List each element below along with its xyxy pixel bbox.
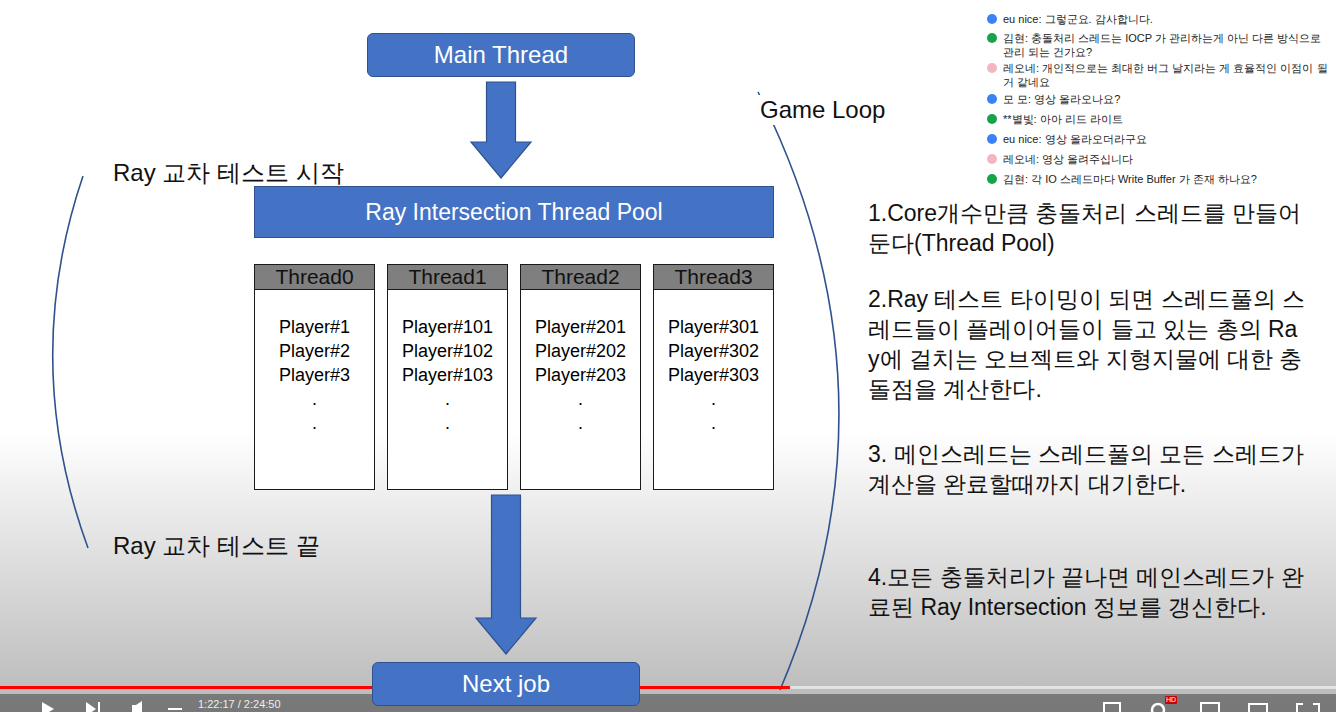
chat-avatar <box>987 94 997 104</box>
player-list: Player#201 Player#202 Player#203 . . <box>525 315 636 435</box>
node-title: Next job <box>462 670 550 698</box>
chat-avatar <box>987 174 997 184</box>
time-display: 1:22:17 / 2:24:50 <box>198 698 281 711</box>
loop-bracket <box>53 176 88 548</box>
thread-box: Thread1Player#101 Player#102 Player#103 … <box>387 264 508 490</box>
volume-slider <box>168 708 182 710</box>
next-icon <box>86 702 100 712</box>
chat-avatar <box>987 14 997 24</box>
subtitle-icon <box>1104 703 1120 712</box>
chat-avatar <box>987 33 997 43</box>
chat-message: 김현: 각 IO 스레드마다 Write Buffer 가 존재 하나요? <box>1003 172 1328 186</box>
note-text: 3. 메인스레드는 스레드풀의 모든 스레드가 계산을 완료할때까지 대기한다. <box>868 439 1308 499</box>
note-text: 1.Core개수만큼 충돌처리 스레드를 만들어둔다(Thread Pool) <box>868 198 1308 258</box>
chat-panel <box>982 0 1336 192</box>
chat-avatar <box>987 134 997 144</box>
bracket-label: Ray 교차 테스트 끝 <box>113 531 320 561</box>
note-text: 2.Ray 테스트 타이밍이 되면 스레드풀의 스레드들이 플레이어들이 들고 … <box>868 284 1308 404</box>
node-title: Ray Intersection Thread Pool <box>254 186 774 238</box>
player-list: Player#301 Player#302 Player#303 . . <box>658 315 769 435</box>
chat-message: eu nice: 영상 올라오더라구요 <box>1003 132 1328 146</box>
thread-pool: Ray Intersection Thread PoolThread0Playe… <box>254 186 774 490</box>
chat-avatar <box>987 114 997 124</box>
node-title: Main Thread <box>434 41 568 69</box>
chat-message: 레오네: 개인적으로는 최대한 버그 날지라는 게 효율적인 이점이 될 거 같… <box>1003 61 1328 89</box>
control-bar <box>0 694 1336 712</box>
thread-title: Thread2 <box>521 265 640 290</box>
note-text: 4.모든 충돌처리가 끝나면 메인스레드가 완료된 Ray Intersecti… <box>868 562 1308 622</box>
theater-icon <box>1249 704 1267 712</box>
chat-avatar <box>987 63 997 73</box>
progress-rest <box>790 686 1336 689</box>
thread-title: Thread0 <box>255 265 374 290</box>
quality-badge: HD <box>1165 696 1177 704</box>
player-list: Player#1 Player#2 Player#3 . . <box>259 315 370 435</box>
chat-message: 모 모: 영상 올라오나요? <box>1003 92 1328 106</box>
play-icon <box>42 702 54 712</box>
thread-box: Thread3Player#301 Player#302 Player#303 … <box>653 264 774 490</box>
settings-icon <box>1152 704 1164 712</box>
volume-icon <box>132 701 142 712</box>
fullscreen-icon <box>1297 704 1319 712</box>
player-list: Player#101 Player#102 Player#103 . . <box>392 315 503 435</box>
chat-avatar <box>987 154 997 164</box>
thread-title: Thread3 <box>654 265 773 290</box>
thread-box: Thread2Player#201 Player#202 Player#203 … <box>520 264 641 490</box>
miniplayer-icon <box>1201 703 1219 712</box>
thread-title: Thread1 <box>388 265 507 290</box>
thread-box: Thread0Player#1 Player#2 Player#3 . . <box>254 264 375 490</box>
chat-message: 레오네: 영상 올려주십니다 <box>1003 152 1328 166</box>
process-box: Next job <box>372 662 640 706</box>
loop-label: Game Loop <box>757 95 888 125</box>
chat-message: 김현: 충돌처리 스레드는 IOCP 가 관리하는게 아닌 다른 방식으로 관리… <box>1003 31 1328 59</box>
bracket-label: Ray 교차 테스트 시작 <box>113 158 344 188</box>
block-arrow <box>476 495 536 654</box>
chat-message: eu nice: 그렇군요. 감사합니다. <box>1003 12 1328 26</box>
process-box: Main Thread <box>367 33 635 77</box>
block-arrow <box>471 82 531 178</box>
chat-message: **별빛: 아아 리드 라이트 <box>1003 112 1328 126</box>
